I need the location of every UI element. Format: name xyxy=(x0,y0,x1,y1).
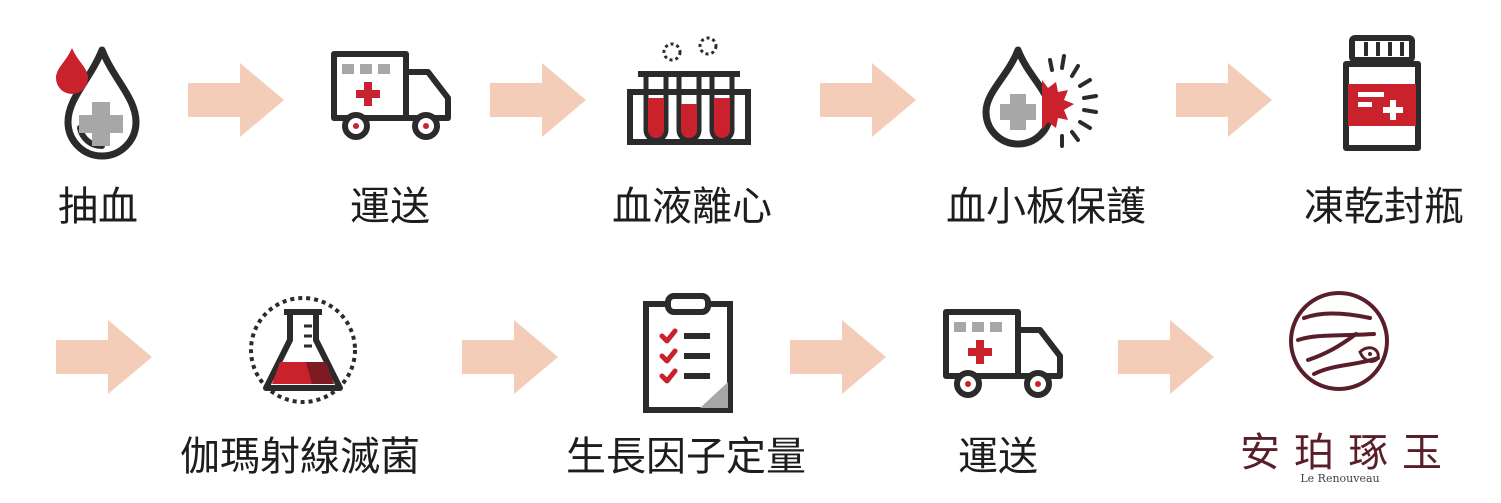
platelet-protection-icon xyxy=(982,46,1098,148)
medicine-bottle-icon xyxy=(1343,35,1421,151)
test-tubes-icon xyxy=(627,36,751,145)
arrow-icon xyxy=(462,320,558,394)
step-label: 血小板保護 xyxy=(946,184,1146,230)
arrow-icon xyxy=(188,63,284,137)
brand-logo-icon xyxy=(1289,291,1389,391)
brand-name-cn: 安珀琢玉 xyxy=(1240,430,1456,476)
blood-drop-icon xyxy=(56,46,140,160)
arrow-icon xyxy=(490,63,586,137)
clipboard-checklist-icon xyxy=(643,293,733,413)
step-label: 血液離心 xyxy=(612,184,772,230)
step-label: 凍乾封瓶 xyxy=(1304,184,1464,230)
ambulance-icon xyxy=(943,309,1063,398)
arrow-icon xyxy=(1118,320,1214,394)
brand-name-en: Le Renouveau xyxy=(1300,472,1380,485)
step-label: 伽瑪射線滅菌 xyxy=(180,434,420,480)
step-label: 運送 xyxy=(958,434,1038,480)
arrow-icon xyxy=(56,320,152,394)
arrow-icon xyxy=(820,63,916,137)
arrow-icon xyxy=(790,320,886,394)
step-label: 生長因子定量 xyxy=(566,434,806,480)
ambulance-icon xyxy=(331,51,451,140)
arrow-icon xyxy=(1176,63,1272,137)
step-label: 運送 xyxy=(350,184,430,230)
step-label: 抽血 xyxy=(58,184,138,230)
flask-icon xyxy=(249,296,357,404)
